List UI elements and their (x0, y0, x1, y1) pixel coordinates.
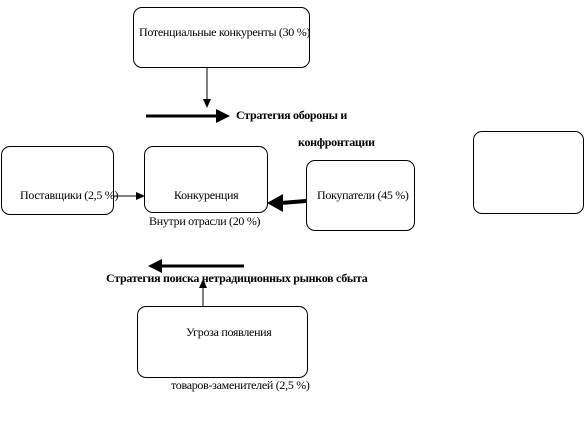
substitutes-label-line1: Угроза появления (186, 325, 272, 339)
suppliers-box (1, 146, 114, 215)
competition-box (144, 146, 268, 213)
arrow-non-traditional-strategy-head (148, 259, 162, 273)
substitutes-box (137, 306, 308, 378)
suppliers-label: Поставщики (2,5 %) (20, 188, 119, 202)
arrow-buyers-to-competition (280, 199, 307, 205)
non-traditional-strategy-label: Стратегия поиска нетрадиционных рынков с… (106, 271, 368, 285)
arrow-buyers-to-competition-head (267, 194, 283, 212)
buyers-box (306, 160, 415, 231)
potential-competitors-label: Потенциальные конкуренты (30 %) (139, 25, 311, 39)
arrow-suppliers-to-competition-head (136, 192, 145, 200)
arrow-defense-strategy-head (216, 109, 230, 123)
buyers-label: Покупатели (45 %) (317, 188, 409, 202)
defense-strategy-label-line2: конфронтации (298, 135, 375, 149)
substitutes-label-line2: товаров-заменителей (2,5 %) (171, 378, 310, 392)
potential-competitors-box (133, 7, 310, 68)
empty-box (473, 131, 584, 214)
arrow-potential-competitors-down-head (203, 99, 211, 108)
defense-strategy-label-line1: Стратегия обороны и (236, 108, 348, 122)
competition-label: Конкуренция (174, 188, 239, 202)
arrow-substitutes-up-head (199, 279, 207, 288)
within-industry-label: Внутри отрасли (20 %) (149, 214, 261, 228)
